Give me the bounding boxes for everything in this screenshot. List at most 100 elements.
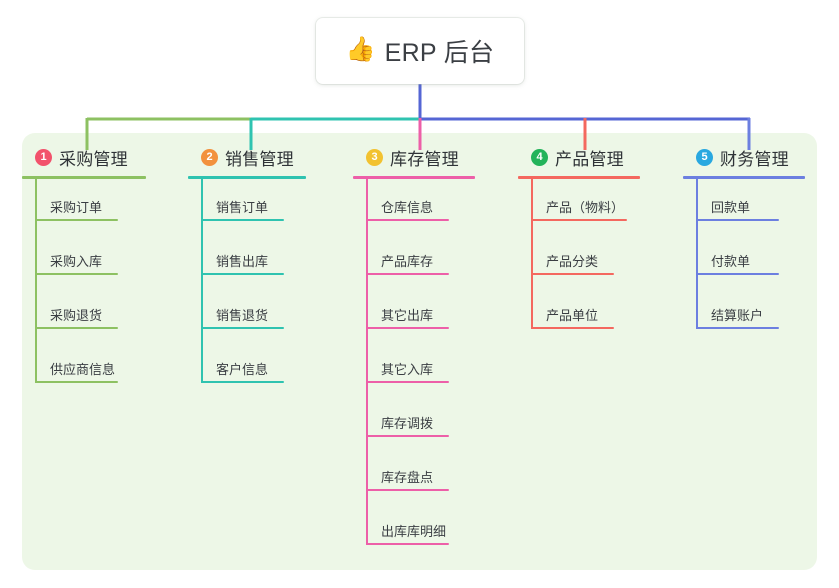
list-item[interactable]: 付款单: [683, 233, 805, 287]
column-title: 采购管理: [59, 149, 128, 169]
list-item[interactable]: 结算账户: [683, 287, 805, 341]
list-item-underline: [366, 543, 449, 545]
column-header-3[interactable]: 3 库存管理: [353, 145, 475, 169]
column-items: 采购订单采购入库采购退货供应商信息: [22, 179, 146, 395]
column-title: 销售管理: [225, 149, 294, 169]
list-item-underline: [696, 219, 779, 221]
column-header-5[interactable]: 5 财务管理: [683, 145, 805, 169]
column-items: 产品（物料） 产品分类产品单位: [518, 179, 640, 341]
list-item-underline: [531, 327, 614, 329]
column-badge-4: 4: [531, 148, 548, 166]
column-5: 5 财务管理回款单付款单结算账户: [683, 145, 805, 341]
column-title: 财务管理: [720, 149, 789, 169]
list-item-label: 产品分类: [546, 254, 599, 269]
list-item[interactable]: 销售出库: [188, 233, 306, 287]
column-underline: [518, 176, 640, 179]
list-item-label: 采购订单: [50, 200, 103, 215]
column-spine: [531, 179, 533, 329]
column-badge-2: 2: [201, 148, 218, 166]
list-item-label: 仓库信息: [381, 200, 434, 215]
list-item[interactable]: 产品（物料）: [518, 179, 640, 233]
list-item-label: 销售出库: [216, 254, 269, 269]
list-item-underline: [696, 273, 779, 275]
list-item-underline: [366, 327, 449, 329]
list-item[interactable]: 回款单: [683, 179, 805, 233]
column-badge-1: 1: [35, 148, 52, 166]
list-item-label: 付款单: [711, 254, 751, 269]
list-item[interactable]: 销售退货: [188, 287, 306, 341]
list-item-label: 产品库存: [381, 254, 434, 269]
column-spine: [201, 179, 203, 383]
column-title: 库存管理: [390, 149, 459, 169]
list-item[interactable]: 产品分类: [518, 233, 640, 287]
column-2: 2 销售管理销售订单销售出库销售退货客户信息: [188, 145, 306, 395]
list-item-underline: [35, 219, 118, 221]
list-item[interactable]: 采购退货: [22, 287, 146, 341]
thumbs-up-icon: 👍: [345, 36, 376, 63]
list-item[interactable]: 产品单位: [518, 287, 640, 341]
list-item-underline: [531, 273, 614, 275]
column-spine: [35, 179, 37, 383]
list-item-underline: [531, 219, 627, 221]
list-item-label: 结算账户: [711, 308, 764, 323]
column-title: 产品管理: [555, 149, 624, 169]
column-spine: [696, 179, 698, 329]
list-item-underline: [201, 273, 284, 275]
list-item-label: 销售退货: [216, 308, 269, 323]
list-item-label: 库存盘点: [381, 470, 434, 485]
list-item-underline: [201, 327, 284, 329]
list-item[interactable]: 客户信息: [188, 341, 306, 395]
list-item[interactable]: 供应商信息: [22, 341, 146, 395]
list-item-underline: [366, 381, 449, 383]
list-item-label: 回款单: [711, 200, 751, 215]
column-underline: [22, 176, 146, 179]
column-underline: [353, 176, 475, 179]
list-item-underline: [366, 489, 449, 491]
column-4: 4 产品管理产品（物料） 产品分类产品单位: [518, 145, 640, 341]
column-badge-3: 3: [366, 148, 383, 166]
list-item[interactable]: 产品库存: [353, 233, 475, 287]
list-item-label: 其它入库: [381, 362, 434, 377]
column-3: 3 库存管理仓库信息产品库存其它出库其它入库库存调拨库存盘点出库库明细: [353, 145, 475, 557]
column-underline: [188, 176, 306, 179]
column-underline: [683, 176, 805, 179]
column-1: 1 采购管理采购订单采购入库采购退货供应商信息: [22, 145, 146, 395]
list-item[interactable]: 采购入库: [22, 233, 146, 287]
list-item[interactable]: 库存调拨: [353, 395, 475, 449]
list-item-underline: [35, 273, 118, 275]
list-item-label: 采购退货: [50, 308, 103, 323]
page-title: ERP 后台: [384, 39, 495, 67]
list-item[interactable]: 出库库明细: [353, 503, 475, 557]
list-item-label: 产品单位: [546, 308, 599, 323]
content-panel: [22, 133, 817, 570]
list-item-underline: [201, 219, 284, 221]
root-title-card[interactable]: 👍 ERP 后台: [316, 18, 524, 84]
column-spine: [366, 179, 368, 545]
column-badge-5: 5: [696, 148, 713, 166]
list-item[interactable]: 其它入库: [353, 341, 475, 395]
list-item-underline: [366, 219, 449, 221]
list-item-underline: [696, 327, 779, 329]
list-item[interactable]: 仓库信息: [353, 179, 475, 233]
list-item[interactable]: 销售订单: [188, 179, 306, 233]
list-item-label: 其它出库: [381, 308, 434, 323]
list-item-underline: [201, 381, 284, 383]
list-item-label: 客户信息: [216, 362, 269, 377]
column-items: 销售订单销售出库销售退货客户信息: [188, 179, 306, 395]
list-item-underline: [366, 435, 449, 437]
column-items: 回款单付款单结算账户: [683, 179, 805, 341]
list-item-label: 库存调拨: [381, 416, 434, 431]
list-item-label: 供应商信息: [50, 362, 116, 377]
list-item-underline: [35, 381, 118, 383]
column-header-1[interactable]: 1 采购管理: [22, 145, 146, 169]
list-item-underline: [366, 273, 449, 275]
column-header-2[interactable]: 2 销售管理: [188, 145, 306, 169]
list-item-label: 采购入库: [50, 254, 103, 269]
list-item[interactable]: 其它出库: [353, 287, 475, 341]
column-header-4[interactable]: 4 产品管理: [518, 145, 640, 169]
list-item[interactable]: 库存盘点: [353, 449, 475, 503]
list-item[interactable]: 采购订单: [22, 179, 146, 233]
list-item-label: 产品（物料）: [546, 200, 625, 215]
